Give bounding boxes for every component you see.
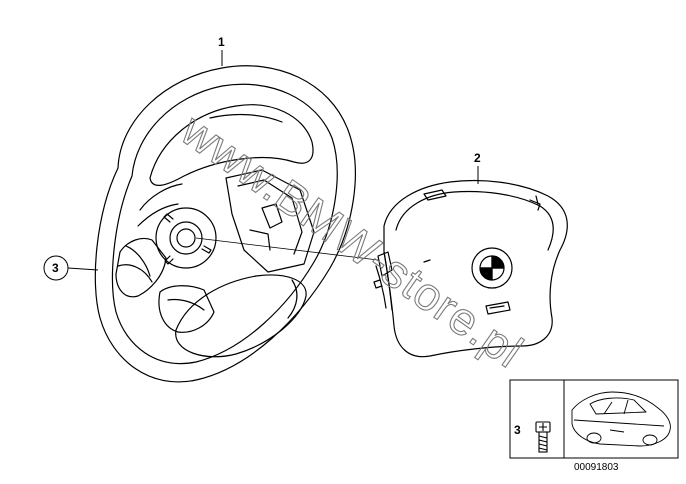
inset-callout-3: 3 (514, 423, 521, 437)
airbag-module (373, 179, 568, 358)
wheel-rim-inner (111, 83, 338, 365)
callout-1: 1 (218, 35, 225, 49)
airbag-rim (395, 190, 554, 251)
callout-2: 2 (474, 151, 481, 165)
wheel-lower-opening (175, 274, 307, 358)
callout-3: 3 (52, 261, 59, 275)
wheel-rim-outer (94, 65, 356, 383)
inset-car-frame (563, 379, 679, 459)
wheel-left-spoke (115, 237, 167, 298)
inset-frame (509, 379, 679, 459)
wheel-upper-opening (149, 104, 314, 186)
wheel-right-spoke (225, 169, 315, 273)
roundel-quadrant-3 (479, 267, 493, 281)
inset-panel: 3 00091803 (509, 379, 679, 473)
leader-line-3 (67, 267, 99, 271)
roundel-quadrant-1 (491, 255, 505, 269)
assembly-line (195, 237, 379, 261)
car-silhouette (571, 391, 671, 447)
airbag-outline (383, 179, 568, 358)
wheel-hub-bore (176, 228, 196, 248)
wheel-lower-spoke (158, 285, 215, 333)
steering-wheel (94, 65, 356, 383)
wheel-hub-outer (155, 207, 217, 269)
bolt-icon (535, 421, 551, 453)
airbag-emblem-plate (485, 301, 511, 315)
inset-part-number: 00091803 (574, 462, 619, 473)
wheel-hub-ring (169, 221, 203, 255)
bmw-roundel-outer (471, 247, 513, 289)
